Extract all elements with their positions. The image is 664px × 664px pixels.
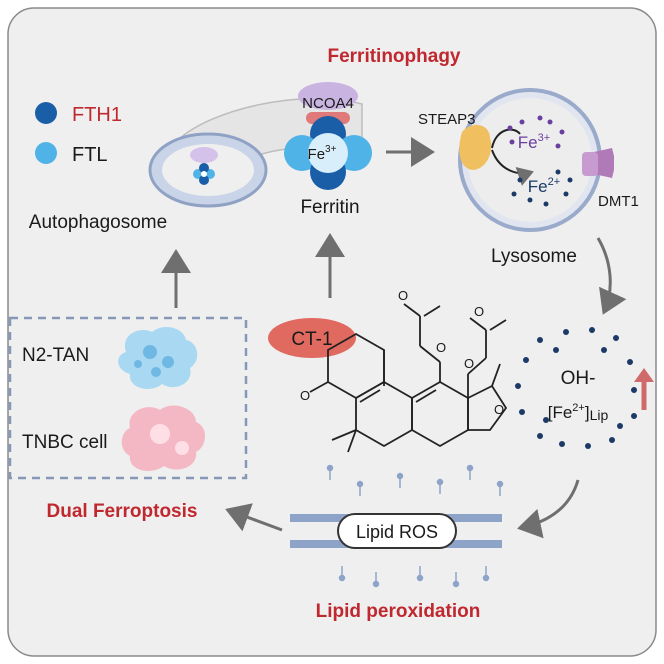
svg-text:O: O [300,388,310,403]
steap3-protein [459,124,492,170]
fe2-particles [511,169,573,207]
ct1-atom-labels: O O O O O O [300,288,504,417]
cells-dashed-border [8,316,248,480]
reduction-arrow [491,128,521,149]
arrow-lysosome-to-iron-pool [596,237,627,315]
legend-fth1-marker [35,102,57,124]
tnbc-cell-icon [121,405,205,471]
autophagosome [148,97,363,208]
legend-ftl-marker [35,142,57,164]
ncoa4-cloud [298,82,358,110]
reduction-arrow-lower [491,149,534,186]
dmt1-channel [582,152,598,176]
lipid-bilayer: Lipid ROS [290,464,504,588]
ferritin-iron-symbol: Fe3+ [308,144,337,163]
fe2-lysosome: Fe2+ [528,176,560,196]
lysosome-label: Lysosome [491,246,577,267]
ct1-chemical-structure [309,303,508,453]
labile-iron-label: [Fe2+]Lip [548,402,609,423]
svg-text:O: O [436,340,446,355]
n2-tan-label: N2-TAN [22,345,89,366]
svg-text:O: O [398,288,408,303]
arrow-ros-to-ferroptosis [225,503,283,532]
released-lipids [326,464,504,588]
labile-iron-pool: OH- [Fe2+]Lip [515,327,654,449]
svg-text:O: O [474,304,484,319]
n2-tan-cell-icon [118,326,198,389]
lipid-ros-pill [337,513,457,549]
legend: FTH1 FTL [35,102,122,166]
lipid-peroxidation-label: Lipid peroxidation [316,601,481,622]
ferritin-label: Ferritin [300,197,359,218]
ncoa4-cargo [190,147,218,163]
ferritin-cargo-icon [193,163,215,185]
steap3-label: STEAP3 [418,111,476,128]
tnbc-cell-label: TNBC cell [22,432,108,453]
autophagosome-label: Autophagosome [29,212,167,233]
legend-ftl-label: FTL [72,144,108,166]
lipid-ros-label: Lipid ROS [356,522,438,542]
ferritin-complex: NCOA4 Fe3+ [284,82,372,190]
target-cells-box: N2-TAN TNBC cell [8,316,248,480]
ct1-pill [268,318,356,358]
dual-ferroptosis-label: Dual Ferroptosis [47,501,198,522]
hydroxyl-label: OH- [561,368,596,389]
ncoa4-label: NCOA4 [302,95,354,112]
svg-text:O: O [494,402,504,417]
title-ferritinophagy: Ferritinophagy [327,46,460,67]
svg-text:O: O [464,356,474,371]
arrow-iron-to-lipid-ros [517,479,580,539]
lysosome: Fe3+ Fe2+ [458,88,614,232]
ferritin-core [308,133,348,173]
dmt1-transporter [594,148,614,178]
fe3-lysosome: Fe3+ [518,132,550,152]
fe3-particles [507,115,565,149]
legend-fth1-label: FTH1 [72,104,122,126]
lysosome-lumen [468,98,592,222]
dmt1-label: DMT1 [598,193,639,210]
increase-arrow-icon [634,368,654,410]
labile-iron-particles [515,327,637,449]
ct1-label: CT-1 [291,329,332,350]
